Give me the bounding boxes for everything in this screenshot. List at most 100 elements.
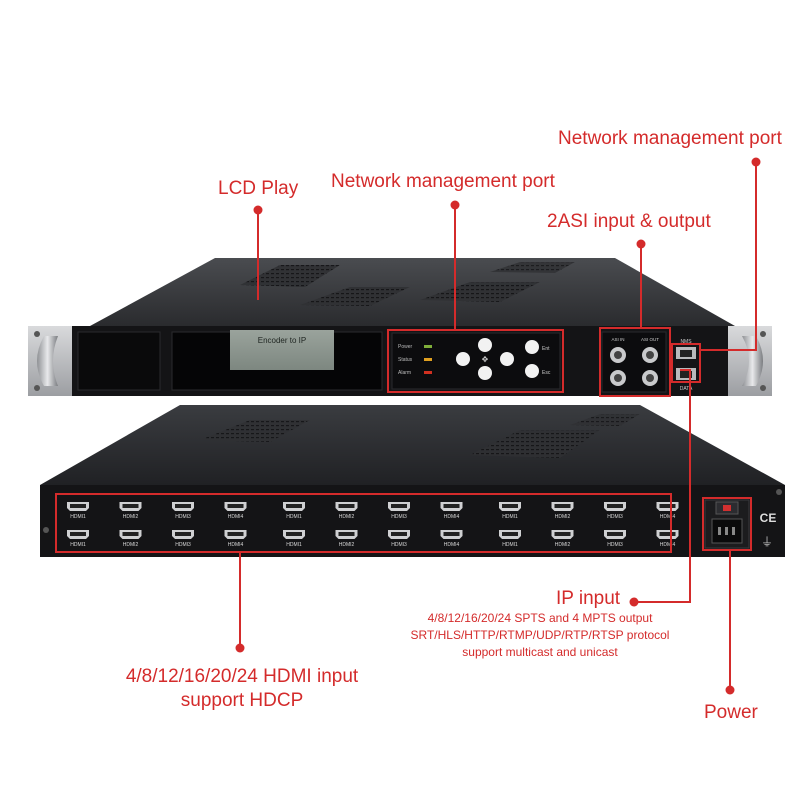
hdmi-port-label: HDMI2 [123,542,139,548]
leader-dot-icon [636,239,646,249]
hdmi-port-icon[interactable] [551,502,574,511]
hdmi-port-label: HDMI1 [502,542,518,548]
hdmi-port-icon[interactable] [604,502,626,511]
handle-left [37,336,58,386]
hdmi-port-label: HDMI3 [175,514,191,520]
asi-io-callout: 2ASI input & output [547,211,711,232]
network-management-port-callout-center: Network management port [331,171,555,192]
hdmi-port-label: HDMI3 [607,542,623,548]
ce-mark-icon: CE [760,511,777,525]
lcd-play-callout: LCD Play [218,178,299,199]
hdmi-port-icon[interactable] [656,502,679,511]
led-label: Status [398,357,413,363]
hdmi-port-icon[interactable] [335,530,358,539]
hdmi-port-label: HDMI4 [444,514,460,520]
hdmi-input-line: 4/8/12/16/20/24 HDMI input [125,666,359,687]
hdmi-port-icon[interactable] [224,530,247,539]
hdmi-port-label: HDMI3 [175,542,191,548]
hdmi-input-callout: 4/8/12/16/20/24 HDMI input support HDCP [97,665,387,713]
nms-label: NMS [680,339,692,345]
hdmi-port-label: HDMI2 [123,514,139,520]
hdmi-port-icon[interactable] [440,530,463,539]
leader-lines [235,157,761,695]
data-label: DATA [680,386,693,392]
hdmi-port-label: HDMI4 [228,514,244,520]
hdmi-port-icon[interactable] [172,502,194,511]
bnc-connector-icon[interactable] [642,347,658,363]
hdmi-port-icon[interactable] [172,530,194,539]
power-highlight [702,497,752,551]
bnc-connector-icon[interactable] [610,370,626,386]
ground-icon: ⏚ [761,535,773,549]
leader-line [634,369,691,603]
bnc-connector-icon[interactable] [610,347,626,363]
rj45-socket-icon [680,350,692,357]
hdmi-port-icon[interactable] [499,530,521,539]
rear-unit-lid [40,405,785,485]
bnc-connector-icon[interactable] [642,370,658,386]
nms-highlight [671,343,701,383]
enter-key-label: Ent [542,346,550,352]
hdmi-port-icon[interactable] [551,530,574,539]
hdmi-port-label: HDMI2 [339,514,355,520]
hdmi-port-icon[interactable] [656,530,679,539]
ip-desc-line: SRT/HLS/HTTP/RTMP/UDP/RTP/RTSP protocol [410,628,670,642]
screw-icon [760,331,766,337]
hdmi-port-icon[interactable] [440,502,463,511]
screw-icon [760,385,766,391]
left-key-button[interactable] [456,352,470,366]
leader-dot-icon [450,200,460,210]
hdmi-port-icon[interactable] [283,530,305,539]
hdmi-port-label: HDMI2 [555,542,571,548]
down-key-button[interactable] [478,366,492,380]
hdmi-port-label: HDMI2 [339,542,355,548]
hdmi-port-icon[interactable] [388,530,410,539]
socket-pin-icon [718,527,721,535]
hdmi-port-icon[interactable] [224,502,247,511]
hdmi-port-icon[interactable] [67,502,89,511]
right-key-button[interactable] [500,352,514,366]
asi-out-label: ASI OUT [641,337,659,342]
front-blank-window [77,331,161,391]
led-label: Power [398,344,413,350]
network-management-port-callout-right: Network management port [558,128,782,149]
asi-in-label: ASI IN [611,337,624,342]
rj45-socket-icon [680,371,692,378]
status-led-icon [424,358,432,361]
enter-key-button[interactable] [525,340,539,354]
lid-vent [490,262,575,273]
lcd-screen [230,330,334,370]
hdmi-port-label: HDMI3 [607,514,623,520]
ip-input-description: 4/8/12/16/20/24 SPTS and 4 MPTS output S… [380,610,700,661]
hdmi-port-icon[interactable] [499,502,521,511]
lcd-text: Encoder to IP [258,336,306,345]
screw-icon [34,331,40,337]
hdmi-port-icon[interactable] [335,502,358,511]
iec-socket-icon[interactable] [711,518,743,544]
screw-icon [43,527,49,533]
escape-key-button[interactable] [525,364,539,378]
hdmi-port-icon[interactable] [283,502,305,511]
hdmi-port-icon[interactable] [119,530,142,539]
lid-vent [300,287,410,306]
hdmi-port-icon[interactable] [604,530,626,539]
led-label: Alarm [398,370,411,376]
hdmi-port-label: HDMI3 [391,514,407,520]
hdmi-port-label: HDMI1 [70,542,86,548]
escape-key-label: Esc [542,370,551,376]
hdmi-port-icon[interactable] [388,502,410,511]
hdmi-port-icon[interactable] [67,530,89,539]
front-unit-lid [90,258,735,326]
front-unit: Encoder to IP Power Status Alarm ✥ Ent E… [28,258,772,396]
lid-vent [420,282,540,302]
hdmi-port-icon[interactable] [119,502,142,511]
up-key-button[interactable] [478,338,492,352]
socket-pin-icon [732,527,735,535]
hdmi-port-label: HDMI2 [555,514,571,520]
hdmi-port-label: HDMI4 [228,542,244,548]
leader-dot-icon [253,205,263,215]
power-callout: Power [704,702,758,723]
screw-icon [776,489,782,495]
